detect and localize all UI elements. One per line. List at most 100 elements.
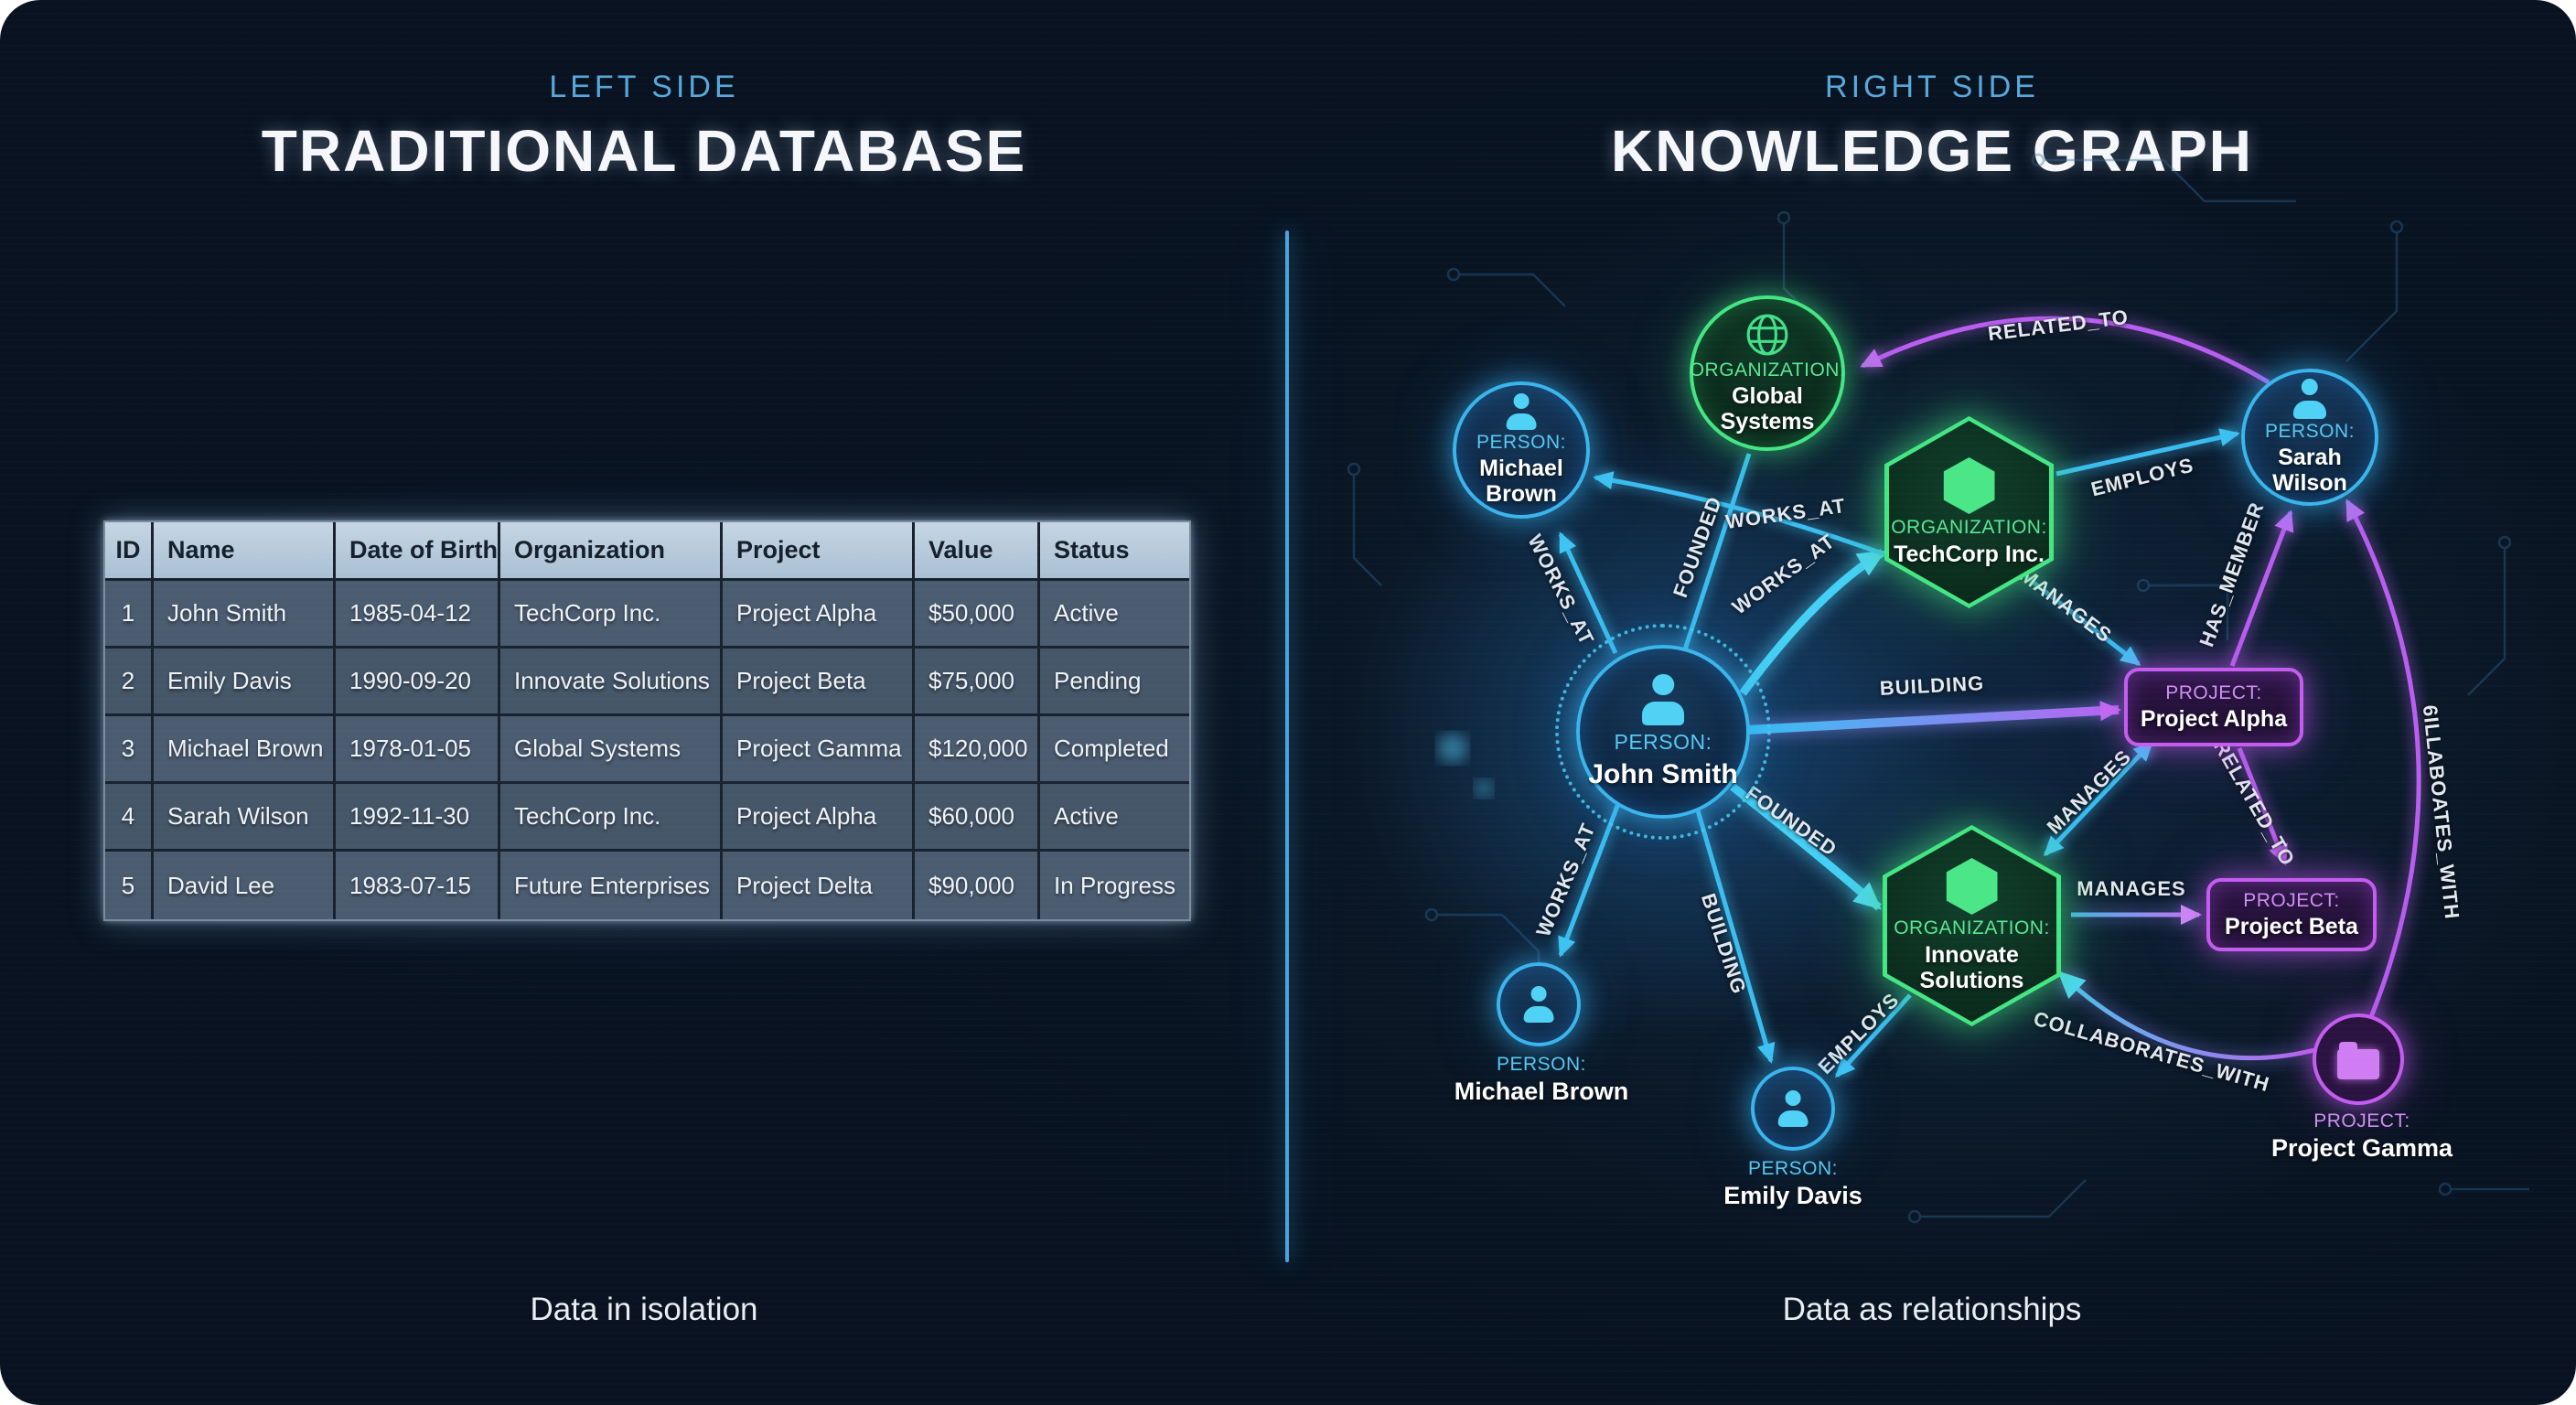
node-type-label: ORGANIZATION: (1894, 917, 2050, 938)
node-person-john-smith: PERSON: John Smith (1576, 645, 1750, 819)
node-name: John Smith (1588, 758, 1738, 789)
table-cell: Project Gamma (723, 716, 915, 784)
left-panel-caption: Data in isolation (530, 1292, 758, 1327)
person-icon (1637, 674, 1689, 725)
table-cell: Project Delta (723, 852, 915, 919)
node-person-sarah-wilson: PERSON: Sarah Wilson (2241, 369, 2378, 506)
table-cell: Sarah Wilson (154, 784, 336, 852)
node-person-michael-brown-top: PERSON: Michael Brown (1453, 381, 1590, 519)
table-cell: Active (1040, 581, 1189, 649)
right-panel-caption: Data as relationships (1782, 1292, 2082, 1327)
folder-icon (2337, 1041, 2379, 1079)
table-cell: $90,000 (915, 852, 1040, 919)
table-cell: 2 (105, 649, 154, 716)
table-cell: Innovate Solutions (500, 649, 723, 716)
edge-label-founded: FOUNDED (1741, 781, 1841, 862)
node-person-emily-davis (1751, 1067, 1835, 1151)
table-cell: Project Alpha (723, 784, 915, 852)
edge-label-building: BUILDING (1879, 671, 1985, 700)
divider-line (1285, 231, 1289, 1262)
node-project-alpha: PROJECT: Project Alpha (2124, 668, 2303, 746)
node-organization-innovate-solutions: ORGANIZATION: Innovate Solutions (1883, 825, 2061, 1026)
hexagon-icon (1946, 858, 1998, 915)
table-cell: David Lee (154, 852, 336, 919)
table-row: 1 John Smith 1985-04-12 TechCorp Inc. Pr… (105, 581, 1189, 649)
table-cell: 1985-04-12 (336, 581, 500, 649)
person-icon (1503, 393, 1540, 430)
column-header: Name (154, 522, 336, 581)
node-type-label: ORGANIZATION: (1891, 517, 2047, 538)
node-name: TechCorp Inc. (1894, 542, 2045, 567)
edge-label-related-to: RELATED_TO (2208, 735, 2300, 870)
column-header: Organization (500, 522, 723, 581)
node-organization-techcorp: ORGANIZATION: TechCorp Inc. (1884, 416, 2054, 608)
table-row: 2 Emily Davis 1990-09-20 Innovate Soluti… (105, 649, 1189, 716)
table-cell: Project Alpha (723, 581, 915, 649)
edge-label-collaborates-with: 6ILLABOATES_WITH (2418, 703, 2464, 921)
right-panel-title: KNOWLEDGE GRAPH (1611, 118, 2253, 184)
table-cell: Pending (1040, 649, 1189, 716)
edge-label-has-member: HAS_MEMBER (2195, 499, 2269, 650)
node-caption-michael-brown: PERSON: Michael Brown (1454, 1054, 1629, 1105)
table-cell: Michael Brown (154, 716, 336, 784)
column-header: Value (915, 522, 1040, 581)
node-project-beta: PROJECT: Project Beta (2206, 878, 2377, 951)
node-name: Project Beta (2225, 914, 2358, 939)
hexagon-icon (1943, 457, 1995, 514)
table-cell: Global Systems (500, 716, 723, 784)
table-cell: 1992-11-30 (336, 784, 500, 852)
edge-label-collaborates-with: COLLABORATES_WITH (2031, 1006, 2272, 1097)
node-name: Project Alpha (2140, 706, 2288, 732)
edge-label-employs: EMPLOYS (2088, 453, 2196, 501)
node-type-label: PROJECT: (2243, 890, 2340, 911)
edge-label-building: BUILDING (1696, 890, 1752, 998)
node-name: Global Systems (1720, 383, 1815, 434)
node-type-label: ORGANIZATION: (1689, 359, 1846, 381)
edge-label-works-at: WORKS_AT (1727, 529, 1840, 619)
node-organization-global-systems: ORGANIZATION: Global Systems (1690, 295, 1845, 451)
right-panel-subtitle: RIGHT SIDE (1825, 70, 2039, 104)
table-cell: TechCorp Inc. (500, 581, 723, 649)
table-row: 4 Sarah Wilson 1992-11-30 TechCorp Inc. … (105, 784, 1189, 852)
node-type-label: PERSON: (1614, 729, 1712, 754)
person-icon (1775, 1090, 1811, 1127)
table-header-row: ID Name Date of Birth Organization Proje… (105, 522, 1189, 581)
table-cell: In Progress (1040, 852, 1189, 919)
table-cell: $50,000 (915, 581, 1040, 649)
person-icon (2290, 379, 2330, 419)
table-cell: 1983-07-15 (336, 852, 500, 919)
table-cell: 1978-01-05 (336, 716, 500, 784)
edge-label-works-at: WORKS_AT (1523, 531, 1599, 649)
column-header: ID (105, 522, 154, 581)
table-cell: $120,000 (915, 716, 1040, 784)
edge-label-related-to: RELATED_TO (1986, 305, 2131, 346)
table-row: 3 Michael Brown 1978-01-05 Global System… (105, 716, 1189, 784)
table-cell: 1990-09-20 (336, 649, 500, 716)
column-header: Project (723, 522, 915, 581)
node-name: Michael Brown (1479, 456, 1563, 507)
edge-label-works-at: WORKS_AT (1723, 493, 1848, 534)
table-cell: Emily Davis (154, 649, 336, 716)
node-person-michael-brown-bottom (1497, 962, 1581, 1046)
table-cell: 3 (105, 716, 154, 784)
database-table: ID Name Date of Birth Organization Proje… (103, 520, 1191, 921)
column-header: Status (1040, 522, 1189, 581)
edge-label-manages: MANAGES (2077, 877, 2186, 900)
column-header: Date of Birth (336, 522, 500, 581)
table-cell: $60,000 (915, 784, 1040, 852)
globe-icon (1746, 314, 1788, 356)
table-cell: Project Beta (723, 649, 915, 716)
node-type-label: PROJECT: (2165, 682, 2262, 703)
table-cell: 5 (105, 852, 154, 919)
table-cell: TechCorp Inc. (500, 784, 723, 852)
node-name: Sarah Wilson (2272, 445, 2347, 496)
node-caption-project-gamma: PROJECT: Project Gamma (2270, 1110, 2453, 1162)
table-cell: $75,000 (915, 649, 1040, 716)
node-name: Innovate Solutions (1919, 942, 2024, 993)
dotted-ring (1555, 624, 1771, 840)
edge-label-works-at: WORKS_AT (1531, 820, 1600, 940)
table-row: 5 David Lee 1983-07-15 Future Enterprise… (105, 852, 1189, 919)
table-cell: John Smith (154, 581, 336, 649)
table-cell: Future Enterprises (500, 852, 723, 919)
